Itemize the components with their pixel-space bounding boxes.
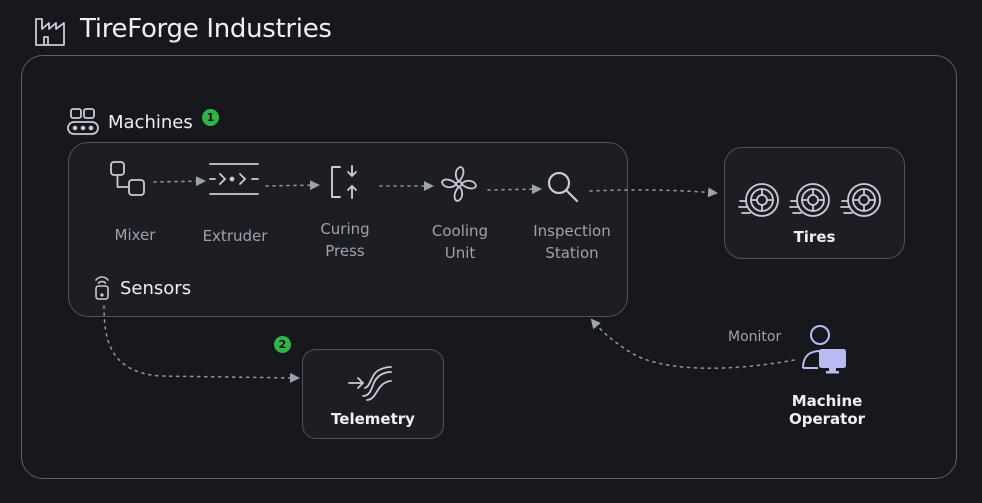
tire-icon: [738, 181, 886, 223]
station-label-mixer: Mixer: [114, 226, 156, 244]
sensors-label: Sensors: [120, 278, 192, 299]
fan-icon: [440, 165, 478, 207]
telemetry-node: [302, 349, 444, 439]
operator-label: Machine Operator: [788, 392, 866, 428]
machines-label: Machines: [108, 112, 193, 133]
search-icon: [546, 170, 580, 208]
factory-group: [21, 55, 957, 479]
press-icon: [328, 164, 364, 204]
mixer-icon: [109, 160, 147, 202]
page-title: TireForge Industries: [80, 14, 332, 44]
edge-operator-machines: [590, 318, 795, 369]
telemetry-icon: [347, 362, 393, 406]
telemetry-label: Telemetry: [331, 410, 415, 428]
station-label-extruder: Extruder: [202, 227, 268, 245]
factory-icon: [34, 15, 66, 51]
monitor-edge-label: Monitor: [728, 329, 782, 345]
operator-icon: [800, 324, 848, 380]
edge-inspection-tires: [589, 187, 718, 198]
edge-cooling-inspection: [487, 184, 542, 195]
step-badge-1: 1: [202, 109, 219, 126]
tires-label: Tires: [793, 228, 836, 246]
extruder-icon: [208, 162, 260, 200]
edge-mixer-extruder: [153, 176, 206, 187]
sensor-icon: [92, 275, 112, 305]
edge-sensors-telemetry: [103, 305, 300, 383]
edge-extruder-press: [265, 180, 320, 191]
step-badge-2: 2: [274, 336, 291, 353]
machines-group: [68, 142, 628, 317]
conveyor-icon: [67, 108, 99, 140]
